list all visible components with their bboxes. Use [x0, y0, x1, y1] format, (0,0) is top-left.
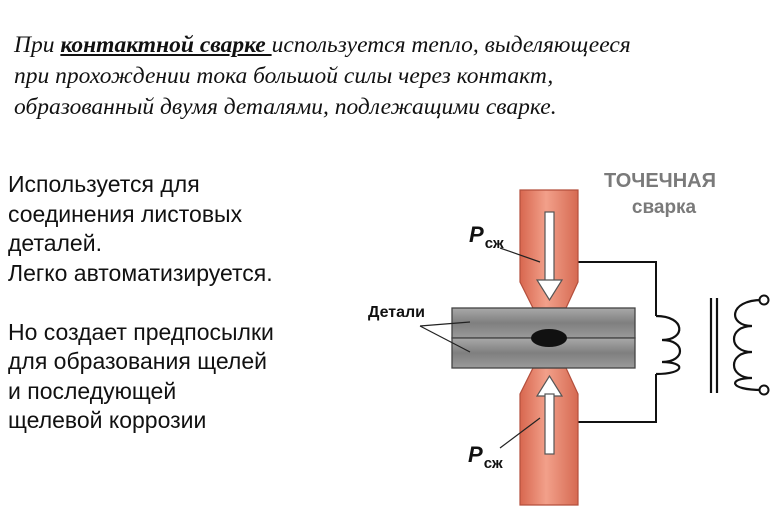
bullet-line-6: для образования щелей: [8, 348, 267, 374]
transformer-secondary-coil: [733, 298, 763, 392]
terminal-top: [758, 294, 770, 306]
force-subscript-top: сж: [485, 235, 504, 252]
leader-lines: [419, 247, 541, 449]
parts-label: Детали: [368, 304, 425, 321]
intro-rest-line1: используется тепло, выделяющееся: [271, 32, 631, 58]
bullet-line-2: соединения листовых: [8, 200, 243, 227]
intro-keyword: контактной сварке: [60, 32, 272, 58]
bullet-line-4: Легко автоматизируется.: [8, 259, 273, 286]
intro-line3: образованный двумя деталями, подлежащими…: [14, 94, 557, 120]
diagram-title-line2: сварка: [632, 197, 697, 218]
bullet-line-1: Используется для: [8, 171, 200, 197]
circuit-wires: [578, 261, 657, 423]
bullet-line-5: Но создает предпосылки: [8, 318, 274, 345]
force-label-bottom: Рсж: [468, 442, 503, 472]
force-symbol-top: Р: [469, 222, 484, 247]
bullet-line-7: и последующей: [8, 377, 177, 404]
bullet-line-3: деталей.: [8, 230, 102, 256]
bullet-line-8: щелевой коррозии: [8, 407, 207, 433]
bullet-text-block: Используется для соединения листовых дет…: [8, 170, 338, 436]
down-force-arrow: [535, 211, 564, 302]
force-subscript-bottom: сж: [484, 455, 503, 472]
force-symbol-bottom: Р: [468, 442, 483, 467]
intro-paragraph: При контактной сварке используется тепло…: [14, 30, 759, 123]
terminal-bottom: [758, 384, 770, 396]
transformer-core: [709, 298, 719, 393]
intro-line2: при прохождении тока большой силы через …: [14, 63, 554, 89]
force-label-top: Рсж: [469, 222, 504, 252]
weld-nugget: [531, 329, 567, 347]
up-force-arrow: [535, 374, 564, 455]
diagram-title-line1: ТОЧЕЧНАЯ: [604, 170, 716, 192]
transformer-primary-coil: [655, 314, 681, 376]
intro-prefix: При: [14, 32, 61, 58]
